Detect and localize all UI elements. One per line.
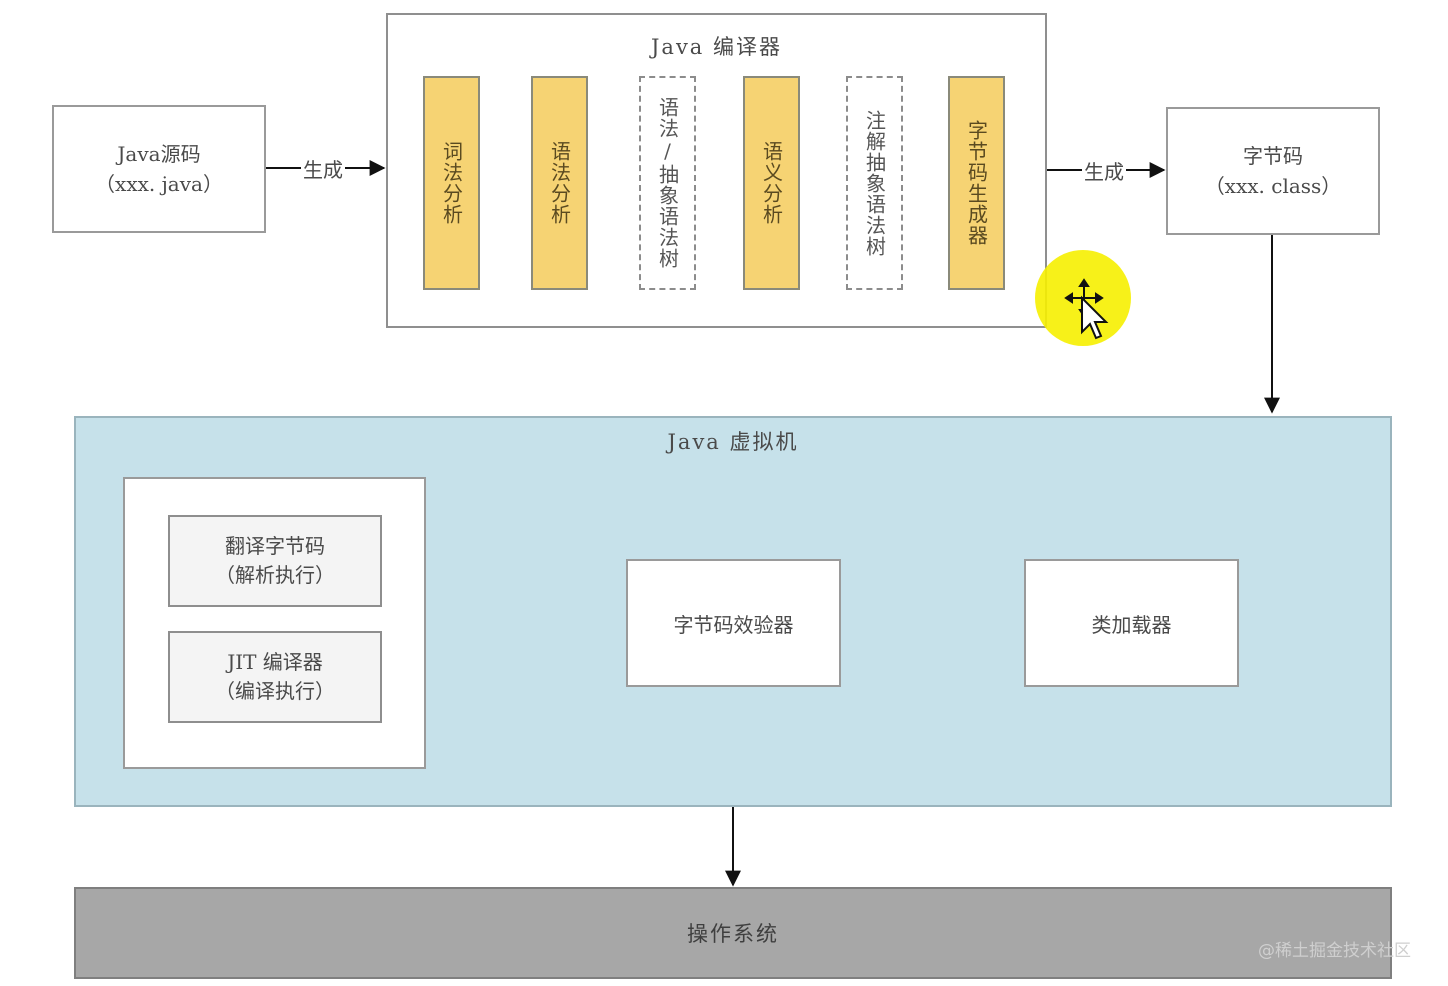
stage-syntax-analysis: 语法分析 — [531, 76, 588, 290]
stage-syntax-tree: 语法/抽象语法树 — [639, 76, 696, 290]
java-source-file: （xxx. java） — [95, 172, 223, 196]
jvm-title: Java 虚拟机 — [667, 430, 799, 454]
jit-compiler-subtitle: （编译执行） — [215, 679, 335, 703]
jit-compiler-box: JIT 编译器 （编译执行） — [168, 631, 382, 723]
stage-semantic-analysis: 语义分析 — [743, 76, 800, 290]
generate-label-left: 生成 — [301, 154, 345, 183]
watermark: @稀土掘金技术社区 — [1258, 941, 1411, 961]
stage-lexical-analysis: 词法分析 — [423, 76, 480, 290]
stage-bytecode-generator: 字节码生成器 — [948, 76, 1005, 290]
pointer-cursor-icon — [1081, 295, 1109, 340]
java-source-box: Java源码 （xxx. java） — [52, 105, 266, 233]
operating-system-label: 操作系统 — [687, 922, 779, 946]
class-loader-box: 类加载器 — [1024, 559, 1239, 687]
stage-annotated-syntax-tree: 注解抽象语法树 — [846, 76, 903, 290]
generate-label-right: 生成 — [1082, 156, 1126, 185]
operating-system-box: 操作系统 — [74, 887, 1392, 979]
interpreter-title: 翻译字节码 — [225, 534, 325, 558]
bytecode-file: （xxx. class） — [1204, 174, 1342, 198]
bytecode-title: 字节码 — [1243, 144, 1303, 168]
interpreter-subtitle: （解析执行） — [215, 563, 335, 587]
bytecode-verifier-box: 字节码效验器 — [626, 559, 841, 687]
interpreter-box: 翻译字节码 （解析执行） — [168, 515, 382, 607]
bytecode-box: 字节码 （xxx. class） — [1166, 107, 1380, 235]
java-compiler-title: Java 编译器 — [651, 35, 782, 59]
java-compiler-box: Java 编译器 — [386, 13, 1047, 328]
class-loader-label: 类加载器 — [1091, 612, 1172, 637]
jit-compiler-title: JIT 编译器 — [227, 650, 323, 674]
java-source-title: Java源码 — [117, 142, 201, 166]
bytecode-verifier-label: 字节码效验器 — [673, 612, 794, 637]
